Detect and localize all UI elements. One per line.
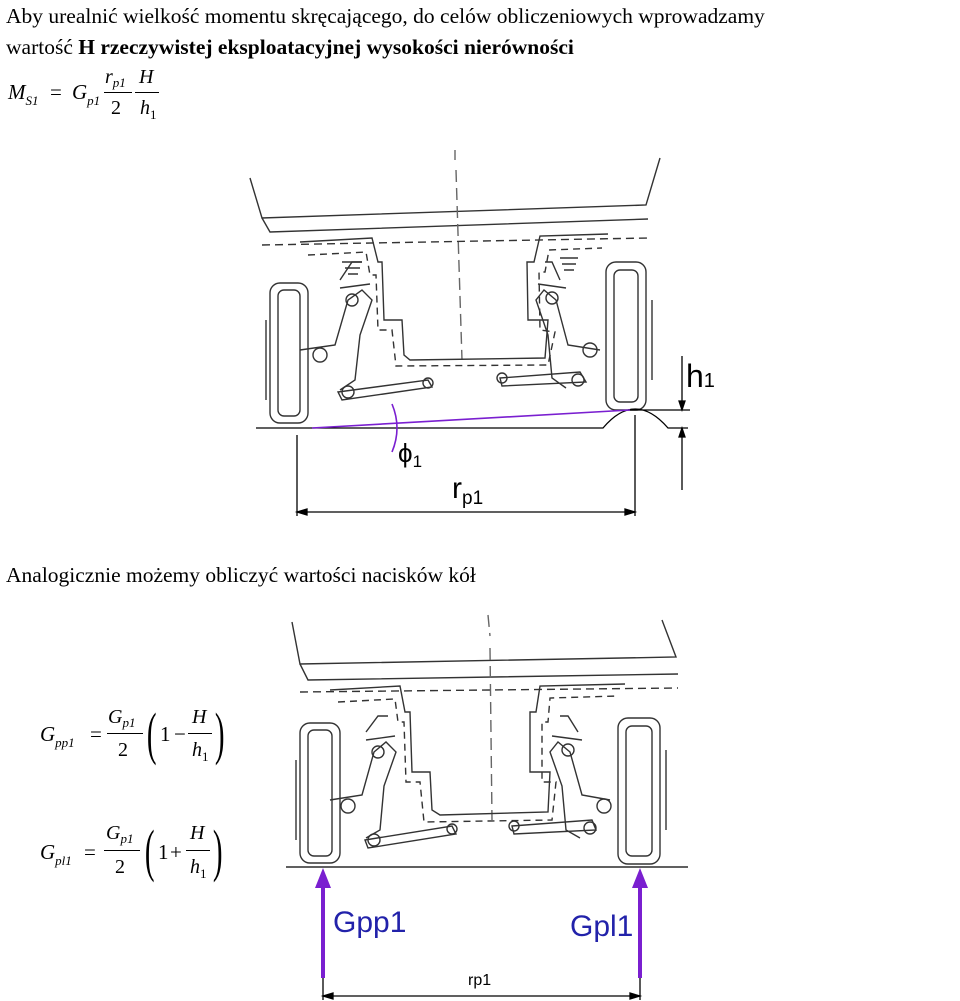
middle-text: Analogicznie możemy obliczyć wartości na… <box>6 563 476 587</box>
gpp-bar <box>107 733 143 734</box>
gpp-lhs: Gpp1 <box>40 722 75 750</box>
ms-frac2-den: h1 <box>140 97 157 122</box>
fig2-label-gpp1: Gpp1 <box>333 906 407 939</box>
gpl-den: 2 <box>115 856 125 878</box>
ms-g: Gp1 <box>72 80 101 108</box>
fig1-label-rp1: rp1 <box>452 472 484 509</box>
gpp-h-den: h1 <box>192 739 209 764</box>
ms-frac1-bar <box>104 92 132 93</box>
gpl-one: 1 <box>158 840 169 864</box>
ms-lhs: MS1 <box>8 80 39 108</box>
gpl-paren-right: ) <box>212 818 223 883</box>
gpp-one: 1 <box>160 722 171 746</box>
gpl-num: Gp1 <box>106 822 134 846</box>
gpp-op: − <box>174 722 186 746</box>
gpl-h-num: H <box>190 822 205 844</box>
fig2-label-gpl1: Gpl1 <box>570 910 634 943</box>
ms-frac1-den: 2 <box>111 97 121 119</box>
gpl-h-bar <box>186 850 210 851</box>
intro-line-2-bold: H rzeczywistej eksploatacyjnej wysokości… <box>78 35 574 59</box>
ms-frac1-num: rp1 <box>105 66 126 90</box>
gpp-paren-right: ) <box>214 701 225 766</box>
gpp-h-bar <box>188 733 212 734</box>
fig1-label-phi1: ϕ1 <box>398 438 423 471</box>
gpl-paren-left: ( <box>144 818 155 883</box>
gpl-eq: = <box>84 840 96 864</box>
ms-eq: = <box>50 80 62 104</box>
intro-line-2-prefix: wartość <box>6 35 79 59</box>
fig1-label-h1: h1 <box>686 358 715 394</box>
gpp-paren-left: ( <box>146 701 157 766</box>
ms-frac2-bar <box>135 92 159 93</box>
intro-line-1: Aby urealnić wielkość momentu skręcające… <box>6 4 765 28</box>
gpl-h-den: h1 <box>190 856 207 881</box>
gpp-eq: = <box>90 722 102 746</box>
gpl-lhs: Gpl1 <box>40 840 72 868</box>
gpp-h-num: H <box>192 706 207 728</box>
gpl-bar <box>104 850 140 851</box>
gpp-den: 2 <box>118 739 128 761</box>
fig2-label-rp1: rp1 <box>468 972 492 989</box>
intro-line-2: wartość H rzeczywistej eksploatacyjnej w… <box>6 34 574 60</box>
ms-frac2-num: H <box>139 66 154 88</box>
gpl-op: + <box>170 840 182 864</box>
gpp-num: Gp1 <box>108 706 136 730</box>
